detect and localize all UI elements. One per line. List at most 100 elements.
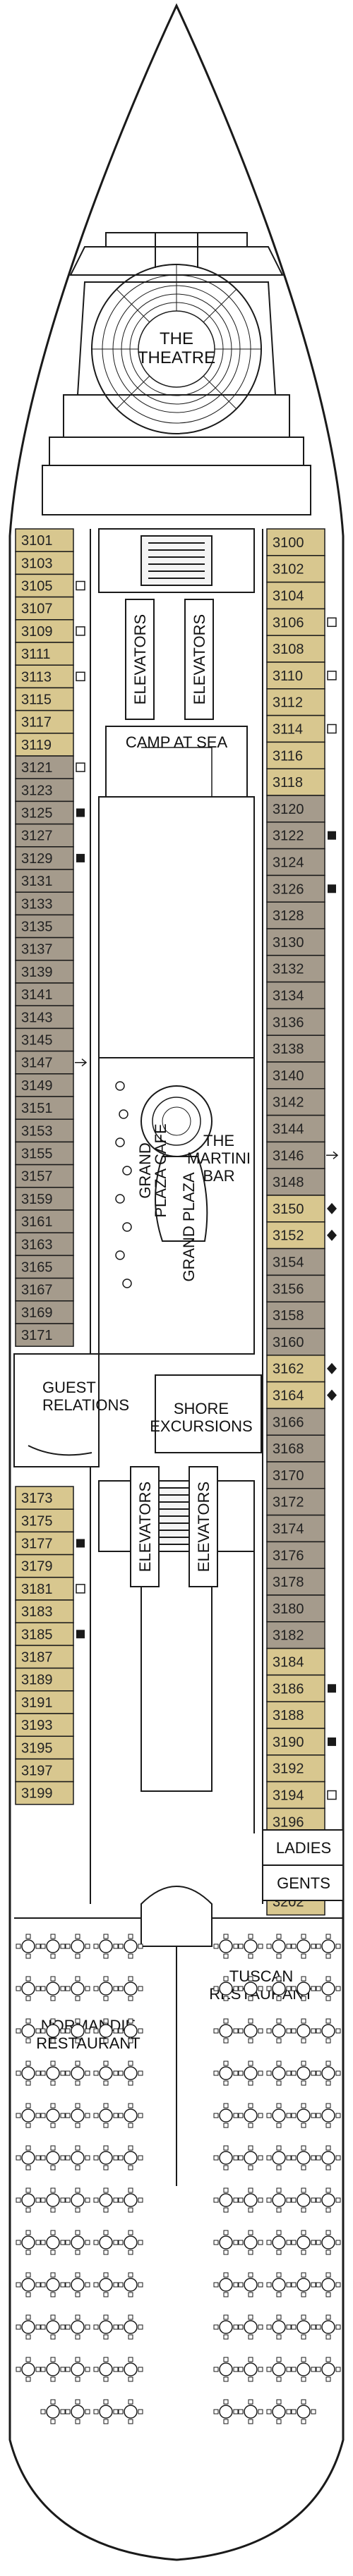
theatre[interactable]: THE THEATRE — [76, 264, 277, 434]
cabin-3105[interactable]: 3105 — [15, 573, 85, 598]
cabin-3150[interactable]: 3150 — [266, 1195, 337, 1223]
cabin-3184[interactable]: 3184 — [266, 1647, 325, 1676]
cabin-3142[interactable]: 3142 — [266, 1088, 325, 1116]
cabin-3167[interactable]: 3167 — [15, 1277, 74, 1302]
shore-excursions[interactable]: SHORE EXCURSIONS — [150, 1374, 262, 1453]
cabin-3158[interactable]: 3158 — [266, 1301, 325, 1329]
cabin-3186[interactable]: 3186 — [266, 1674, 336, 1702]
cabin-3193[interactable]: 3193 — [15, 1713, 74, 1737]
guest-relations[interactable]: GUEST RELATIONS — [13, 1353, 129, 1467]
cabin-3187[interactable]: 3187 — [15, 1644, 74, 1669]
cabin-3115[interactable]: 3115 — [15, 687, 74, 712]
cabin-3194[interactable]: 3194 — [266, 1781, 337, 1809]
cabin-3116[interactable]: 3116 — [266, 741, 325, 769]
cabin-3171[interactable]: 3171 — [15, 1323, 74, 1347]
cabin-3157[interactable]: 3157 — [15, 1164, 74, 1188]
cabin-3143[interactable]: 3143 — [15, 1005, 74, 1030]
cabin-3160[interactable]: 3160 — [266, 1328, 325, 1356]
cabin-3145[interactable]: 3145 — [15, 1027, 74, 1052]
cabin-3120[interactable]: 3120 — [266, 795, 325, 823]
cabin-3129[interactable]: 3129 — [15, 846, 85, 870]
cabin-3106[interactable]: 3106 — [266, 608, 337, 636]
cabin-3139[interactable]: 3139 — [15, 960, 74, 984]
cabin-3121[interactable]: 3121 — [15, 755, 85, 779]
cabin-3181[interactable]: 3181 — [15, 1577, 85, 1601]
cabin-3114[interactable]: 3114 — [266, 714, 337, 743]
cabin-3136[interactable]: 3136 — [266, 1008, 325, 1036]
cabin-3132[interactable]: 3132 — [266, 955, 325, 983]
cabin-3199[interactable]: 3199 — [15, 1781, 74, 1805]
cabin-3111[interactable]: 3111 — [15, 642, 74, 666]
cabin-3123[interactable]: 3123 — [15, 778, 74, 802]
cabin-3195[interactable]: 3195 — [15, 1735, 74, 1760]
camp-at-sea[interactable]: CAMP AT SEA — [105, 726, 248, 798]
cabin-3128[interactable]: 3128 — [266, 901, 325, 929]
cabin-3173[interactable]: 3173 — [15, 1486, 74, 1510]
cabin-3112[interactable]: 3112 — [266, 688, 325, 716]
cabin-3117[interactable]: 3117 — [15, 709, 74, 734]
cabin-3131[interactable]: 3131 — [15, 869, 74, 893]
cabin-3197[interactable]: 3197 — [15, 1758, 74, 1783]
cabin-3102[interactable]: 3102 — [266, 555, 325, 583]
cabin-3137[interactable]: 3137 — [15, 936, 74, 961]
cabin-3108[interactable]: 3108 — [266, 635, 325, 663]
cabin-3124[interactable]: 3124 — [266, 848, 325, 877]
cabin-3161[interactable]: 3161 — [15, 1209, 74, 1233]
cabin-3168[interactable]: 3168 — [266, 1434, 325, 1463]
cabin-3165[interactable]: 3165 — [15, 1255, 74, 1279]
cabin-3138[interactable]: 3138 — [266, 1034, 325, 1063]
cabin-3178[interactable]: 3178 — [266, 1568, 325, 1596]
cabin-3159[interactable]: 3159 — [15, 1187, 74, 1211]
cabin-3169[interactable]: 3169 — [15, 1300, 74, 1324]
grand-plaza[interactable]: GRAND PLAZA CAFE GRAND PLAZA THE MARTINI… — [98, 1057, 255, 1355]
cabin-3189[interactable]: 3189 — [15, 1667, 74, 1692]
cabin-3190[interactable]: 3190 — [266, 1728, 336, 1756]
cabin-3104[interactable]: 3104 — [266, 581, 325, 610]
cabin-3103[interactable]: 3103 — [15, 551, 74, 575]
cabin-3130[interactable]: 3130 — [266, 928, 325, 956]
cabin-3183[interactable]: 3183 — [15, 1599, 74, 1623]
cabin-3141[interactable]: 3141 — [15, 982, 74, 1006]
cabin-3140[interactable]: 3140 — [266, 1061, 325, 1089]
cabin-3113[interactable]: 3113 — [15, 664, 85, 689]
cabin-3166[interactable]: 3166 — [266, 1408, 325, 1436]
cabin-3191[interactable]: 3191 — [15, 1690, 74, 1714]
cabin-3180[interactable]: 3180 — [266, 1594, 325, 1623]
cabin-3100[interactable]: 3100 — [266, 528, 325, 556]
cabin-3179[interactable]: 3179 — [15, 1553, 74, 1578]
cabin-3118[interactable]: 3118 — [266, 768, 325, 796]
cabin-3182[interactable]: 3182 — [266, 1621, 325, 1649]
cabin-3174[interactable]: 3174 — [266, 1514, 325, 1543]
cabin-3149[interactable]: 3149 — [15, 1073, 74, 1097]
cabin-3101[interactable]: 3101 — [15, 528, 74, 552]
cabin-3170[interactable]: 3170 — [266, 1461, 325, 1489]
restaurants[interactable]: TUSCAN RESTAURANT NORMANDIE RESTAURANT — [14, 1886, 343, 2424]
cabin-3192[interactable]: 3192 — [266, 1754, 325, 1783]
cabin-3144[interactable]: 3144 — [266, 1114, 325, 1143]
cabin-3127[interactable]: 3127 — [15, 823, 74, 848]
elevators-forward[interactable]: ELEVATORS ELEVATORS — [125, 599, 214, 720]
cabin-3172[interactable]: 3172 — [266, 1488, 325, 1516]
cabin-3146[interactable]: 3146 — [266, 1141, 339, 1169]
cabin-3156[interactable]: 3156 — [266, 1274, 325, 1302]
cabin-3155[interactable]: 3155 — [15, 1141, 74, 1166]
cabin-3148[interactable]: 3148 — [266, 1168, 325, 1196]
cabin-3147[interactable]: 3147 — [15, 1050, 88, 1075]
cabin-3162[interactable]: 3162 — [266, 1355, 337, 1383]
cabin-3164[interactable]: 3164 — [266, 1381, 337, 1410]
cabin-3177[interactable]: 3177 — [15, 1531, 85, 1556]
cabin-3122[interactable]: 3122 — [266, 822, 336, 850]
cabin-3151[interactable]: 3151 — [15, 1096, 74, 1120]
restrooms[interactable]: LADIES GENTS — [262, 1829, 344, 1901]
cabin-3163[interactable]: 3163 — [15, 1232, 74, 1257]
elevators-aft[interactable]: ELEVATORS ELEVATORS — [130, 1466, 218, 1587]
cabin-3154[interactable]: 3154 — [266, 1247, 325, 1276]
cabin-3110[interactable]: 3110 — [266, 661, 337, 690]
cabin-3176[interactable]: 3176 — [266, 1541, 325, 1569]
cabin-3153[interactable]: 3153 — [15, 1118, 74, 1143]
cabin-3134[interactable]: 3134 — [266, 981, 325, 1010]
cabin-3133[interactable]: 3133 — [15, 891, 74, 916]
cabin-3119[interactable]: 3119 — [15, 733, 74, 757]
cabin-3175[interactable]: 3175 — [15, 1508, 74, 1533]
cabin-3135[interactable]: 3135 — [15, 914, 74, 939]
